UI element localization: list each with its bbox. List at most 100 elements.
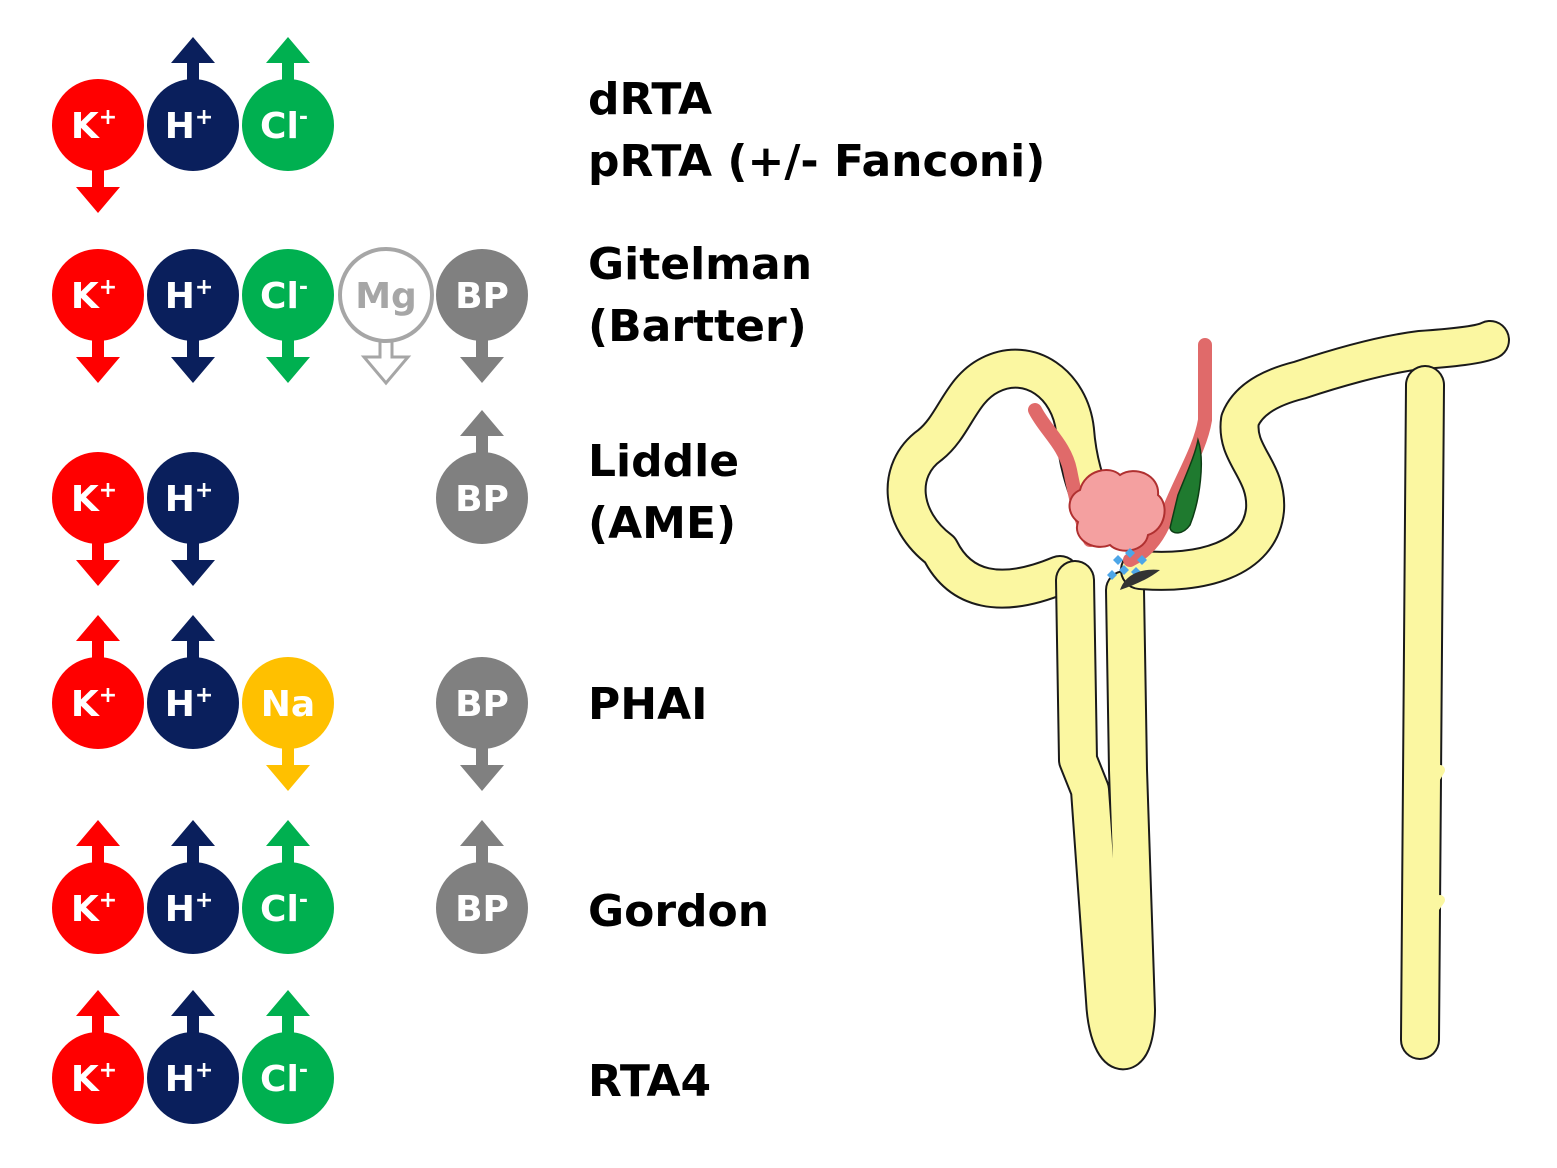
h-circle bbox=[147, 657, 239, 749]
ion-symbol: K bbox=[71, 276, 100, 317]
disorder-label-gitelman-sub: (Bartter) bbox=[588, 301, 807, 352]
bp-badge: BP bbox=[436, 657, 528, 791]
cl-badge: Cl- bbox=[242, 820, 334, 954]
mg-symbol: Mg bbox=[355, 276, 417, 317]
disorder-label-liddle: Liddle bbox=[588, 436, 739, 487]
k-circle bbox=[52, 249, 144, 341]
juxtaglomerular-cell bbox=[1120, 569, 1160, 590]
mg-badge: Mg bbox=[338, 247, 434, 386]
down-arrow-icon bbox=[171, 538, 215, 586]
row-liddle: K+H+BP bbox=[52, 410, 528, 586]
ion-symbol: K bbox=[71, 479, 100, 520]
h-badge: H+ bbox=[147, 820, 239, 954]
ion-symbol: BP bbox=[455, 889, 509, 930]
disorder-label-drta-sub: pRTA (+/- Fanconi) bbox=[588, 136, 1045, 187]
ion-symbol: H bbox=[165, 889, 195, 930]
ion-charge: + bbox=[195, 105, 213, 130]
h-circle bbox=[147, 862, 239, 954]
renin-granule bbox=[1137, 555, 1147, 565]
down-arrow-icon bbox=[266, 743, 310, 791]
h-circle bbox=[147, 79, 239, 171]
up-arrow-icon bbox=[171, 820, 215, 868]
k-symbol: K+ bbox=[71, 683, 117, 725]
distal-tubule bbox=[888, 350, 1113, 607]
k-badge: K+ bbox=[52, 249, 144, 383]
bp-badge: BP bbox=[436, 820, 528, 954]
bp-circle bbox=[436, 249, 528, 341]
ion-charge: - bbox=[299, 275, 308, 300]
k-symbol: K+ bbox=[71, 1058, 117, 1100]
renin-granule bbox=[1119, 565, 1129, 575]
k-symbol: K+ bbox=[71, 105, 117, 147]
row-drta: K+H+Cl- bbox=[52, 37, 334, 213]
ion-symbol: K bbox=[71, 106, 100, 147]
cl-circle bbox=[242, 862, 334, 954]
cl-symbol: Cl- bbox=[260, 275, 308, 317]
ion-symbol: Na bbox=[261, 684, 315, 725]
ion-symbol: H bbox=[165, 106, 195, 147]
row-phai: K+ H+ Na BP bbox=[52, 615, 528, 791]
ion-symbol: Cl bbox=[260, 106, 299, 147]
down-arrow-icon bbox=[266, 335, 310, 383]
disorder-label-drta: dRTA bbox=[588, 74, 712, 125]
k-badge: K+ bbox=[52, 820, 144, 954]
ion-symbol: K bbox=[71, 889, 100, 930]
k-badge: K+ bbox=[52, 990, 144, 1124]
down-arrow-icon bbox=[460, 335, 504, 383]
h-badge: H+ bbox=[147, 37, 239, 171]
up-arrow-icon bbox=[460, 410, 504, 458]
ion-charge: + bbox=[99, 105, 117, 130]
k-circle bbox=[52, 1032, 144, 1124]
mg-circle bbox=[338, 247, 434, 343]
na-symbol: Na bbox=[261, 684, 315, 725]
row-rta4: K+ H+ Cl- bbox=[52, 990, 334, 1124]
cl-circle bbox=[242, 1032, 334, 1124]
ion-charge: - bbox=[299, 888, 308, 913]
up-arrow-icon bbox=[76, 820, 120, 868]
cl-badge: Cl- bbox=[242, 990, 334, 1124]
h-symbol: H+ bbox=[165, 1058, 214, 1100]
disorder-label-phai: PHAI bbox=[588, 679, 708, 730]
ion-symbol: Cl bbox=[260, 276, 299, 317]
h-symbol: H+ bbox=[165, 888, 214, 930]
ion-symbol: H bbox=[165, 1059, 195, 1100]
ion-charge: + bbox=[195, 275, 213, 300]
renin-granule bbox=[1107, 570, 1117, 580]
na-badge: Na bbox=[242, 657, 334, 791]
h-circle bbox=[147, 1032, 239, 1124]
ion-symbol: H bbox=[165, 479, 195, 520]
disorder-label-rta4: RTA4 bbox=[588, 1056, 711, 1107]
h-badge: H+ bbox=[147, 615, 239, 749]
up-arrow-icon bbox=[171, 37, 215, 85]
h-symbol: H+ bbox=[165, 683, 214, 725]
ion-charge: + bbox=[99, 275, 117, 300]
ion-symbol: BP bbox=[455, 276, 509, 317]
up-arrow-icon bbox=[171, 615, 215, 663]
h-circle bbox=[147, 452, 239, 544]
down-arrow-icon bbox=[171, 335, 215, 383]
bp-symbol: BP bbox=[455, 684, 509, 725]
ion-charge: - bbox=[299, 1058, 308, 1083]
h-symbol: H+ bbox=[165, 105, 214, 147]
down-arrow-icon bbox=[76, 165, 120, 213]
ion-charge: + bbox=[195, 888, 213, 913]
up-arrow-icon bbox=[76, 615, 120, 663]
cl-badge: Cl- bbox=[242, 37, 334, 171]
renin-granule bbox=[1125, 548, 1135, 558]
connecting-tubule bbox=[1122, 322, 1508, 589]
bp-circle bbox=[436, 452, 528, 544]
ion-symbol: BP bbox=[455, 684, 509, 725]
h-badge: H+ bbox=[147, 990, 239, 1124]
h-badge: H+ bbox=[147, 452, 239, 586]
ion-symbol: K bbox=[71, 1059, 100, 1100]
ion-symbol: BP bbox=[455, 479, 509, 520]
k-circle bbox=[52, 657, 144, 749]
k-circle bbox=[52, 862, 144, 954]
down-arrow-icon bbox=[76, 538, 120, 586]
glomerulus bbox=[1068, 469, 1166, 552]
h-badge: H+ bbox=[147, 249, 239, 383]
up-arrow-icon bbox=[460, 820, 504, 868]
